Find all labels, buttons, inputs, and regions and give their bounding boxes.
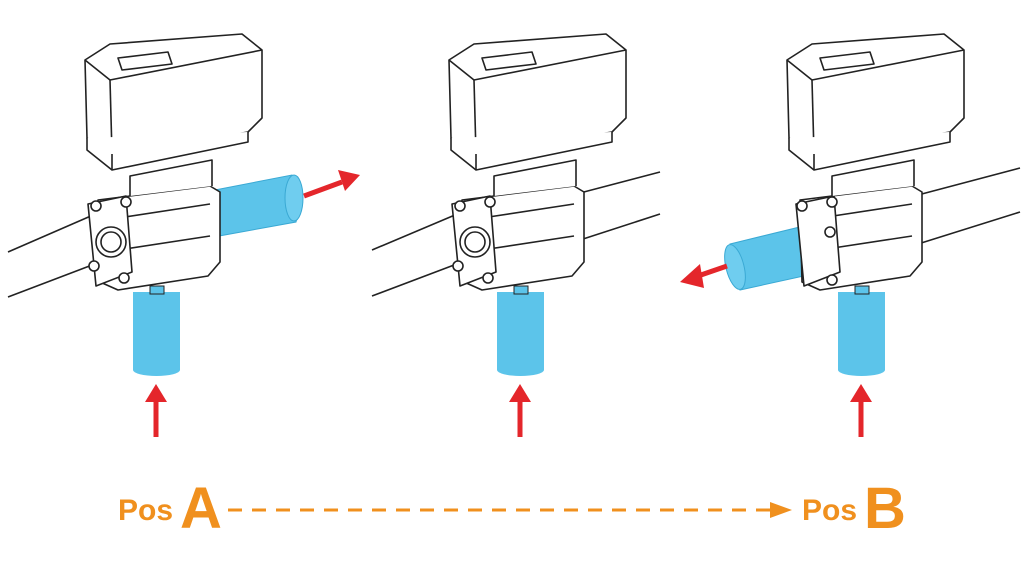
valve-unit-1 — [7, 33, 360, 437]
valve-actuator-icon — [448, 33, 627, 291]
pipe-icon — [7, 211, 101, 298]
flow-cylinder-bottom — [497, 285, 544, 376]
pos-a-prefix: Pos — [118, 494, 173, 527]
pos-b-prefix: Pos — [802, 494, 857, 527]
valve-unit-2 — [371, 33, 661, 437]
flow-arrow-icon — [509, 384, 531, 437]
flow-arrow-icon — [145, 170, 360, 437]
flow-arrow-icon — [680, 263, 872, 437]
flow-cylinder-right — [214, 174, 304, 237]
valve-unit-3 — [680, 33, 1021, 437]
pos-b-letter: B — [864, 476, 906, 541]
flow-cylinder-bottom — [133, 285, 180, 376]
valve-actuator-icon — [786, 33, 965, 291]
transition-arrowhead — [770, 502, 792, 518]
pos-a-letter: A — [180, 476, 222, 541]
pipe-icon — [371, 171, 661, 297]
position-axis: Pos A Pos B — [118, 476, 906, 541]
pipe-icon — [917, 167, 1021, 245]
flow-cylinder-bottom — [838, 285, 885, 376]
valve-actuator-icon — [84, 33, 263, 291]
